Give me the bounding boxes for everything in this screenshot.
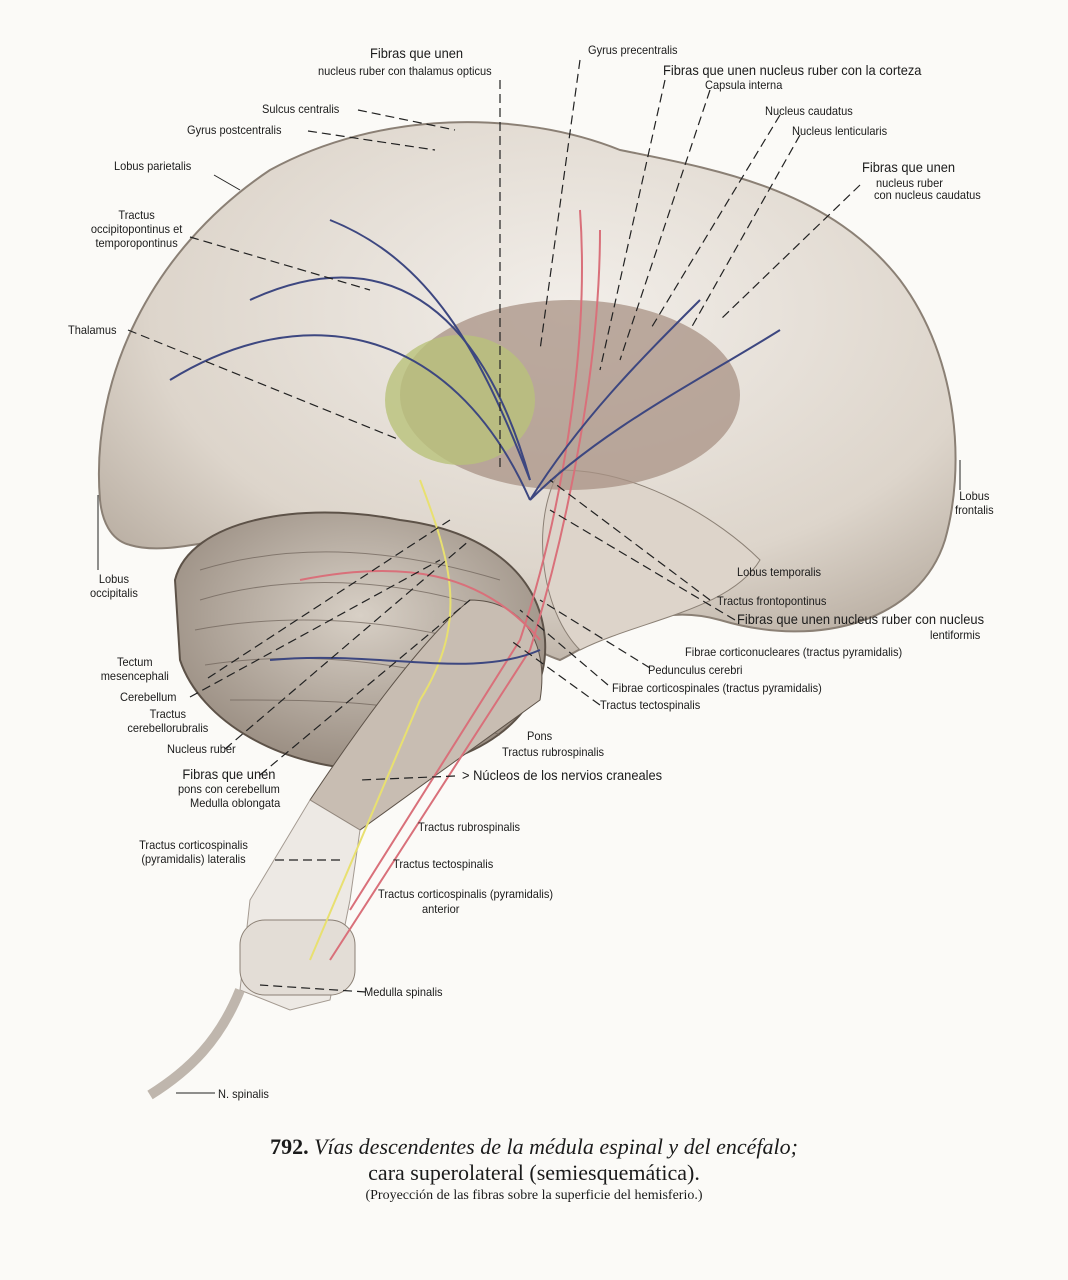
label-fibrae-corticospinales: Fibrae corticospinales (tractus pyramida…	[612, 681, 822, 695]
arrow-icon: >	[462, 767, 474, 783]
label-pons: Pons	[527, 729, 553, 743]
label-line: Tractus	[118, 208, 155, 222]
label-line: Lobus	[959, 489, 990, 503]
figure-subtitle: cara superolateral (semiesquemática).	[368, 1160, 700, 1185]
label-tractus-corticospinalis-anterior: Tractus corticospinalis (pyramidalis)	[378, 887, 554, 901]
label-fibras-thalamus-2: nucleus ruber con thalamus opticus	[318, 64, 492, 78]
label-tractus-occipitopontinus: Tractus occipitopontinus et temporoponti…	[86, 208, 187, 250]
label-line: frontalis	[955, 503, 994, 517]
label-tractus-corticospinalis-lateralis: Tractus corticospinalis (pyramidalis) la…	[136, 838, 251, 866]
label-tractus-corticospinalis-anterior-2: anterior	[422, 902, 460, 916]
label-fibrae-corticonucleares: Fibrae corticonucleares (tractus pyramid…	[685, 645, 903, 659]
label-thalamus: Thalamus	[68, 323, 117, 337]
label-sulcus-centralis: Sulcus centralis	[262, 102, 340, 116]
label-line: cerebellorubralis	[127, 721, 209, 735]
label-line: Lobus	[98, 572, 129, 586]
label-tractus-rubrospinalis-upper: Tractus rubrospinalis	[502, 745, 605, 759]
label-tractus-rubrospinalis-lower: Tractus rubrospinalis	[418, 820, 521, 834]
label-tractus-tectospinalis-upper: Tractus tectospinalis	[600, 698, 701, 712]
label-line: Tractus corticospinalis	[139, 838, 248, 852]
figure-title: Vías descendentes de la médula espinal y…	[314, 1134, 798, 1159]
label-gyrus-precentralis: Gyrus precentralis	[588, 43, 678, 57]
label-lobus-occipitalis: Lobus occipitalis	[90, 572, 138, 600]
label-tractus-cerebellorubralis: Tractus cerebellorubralis	[120, 707, 216, 735]
label-tectum-mesencephali: Tectum mesencephali	[98, 655, 172, 683]
label-fibras-corteza: Fibras que unen nucleus ruber con la cor…	[663, 62, 922, 78]
figure-number: 792.	[270, 1134, 309, 1159]
label-text: Núcleos de los nervios craneales	[473, 767, 663, 783]
label-line: pons con cerebellum	[177, 782, 280, 796]
spinal-nerve	[147, 988, 245, 1100]
label-lobus-parietalis: Lobus parietalis	[114, 159, 192, 173]
label-nucleos-nervios-craneales: > Núcleos de los nervios craneales	[462, 768, 662, 783]
label-line: occipitopontinus et	[90, 222, 183, 236]
label-medulla-oblongata: Medulla oblongata	[190, 796, 281, 810]
label-line: temporopontinus	[95, 236, 178, 250]
label-pedunculus-cerebri: Pedunculus cerebri	[648, 663, 743, 677]
label-lobus-temporalis: Lobus temporalis	[737, 565, 822, 579]
label-line: Fibras que unen	[182, 766, 276, 782]
label-line: (pyramidalis) lateralis	[141, 852, 246, 866]
label-fibras-caudatus: Fibras que unen	[862, 159, 956, 175]
label-gyrus-postcentralis: Gyrus postcentralis	[187, 123, 282, 137]
label-line: Tectum	[117, 655, 153, 669]
label-fibras-lentiformis: Fibras que unen nucleus ruber con nucleu…	[737, 611, 985, 627]
label-fibras-caudatus-3: con nucleus caudatus	[874, 188, 981, 202]
label-n-spinalis: N. spinalis	[218, 1087, 269, 1101]
label-cerebellum: Cerebellum	[120, 690, 177, 704]
label-lobus-frontalis: Lobus frontalis	[955, 489, 994, 517]
label-medulla-spinalis: Medulla spinalis	[364, 985, 443, 999]
figure-note: (Proyección de las fibras sobre la super…	[365, 1188, 703, 1203]
label-fibras-lentiformis-2: lentiformis	[930, 628, 981, 642]
label-fibras-caudatus-2: nucleus ruber	[876, 176, 943, 190]
figure-caption: 792. Vías descendentes de la médula espi…	[0, 1134, 1068, 1206]
label-capsula-interna: Capsula interna	[705, 78, 783, 92]
label-line: Tractus	[149, 707, 187, 721]
label-fibras-thalamus: Fibras que unen	[370, 45, 464, 61]
label-nucleus-caudatus: Nucleus caudatus	[765, 104, 853, 118]
thalamus-region	[385, 335, 535, 465]
label-line: occipitalis	[90, 586, 138, 600]
label-nucleus-ruber: Nucleus ruber	[167, 742, 236, 756]
label-tractus-tectospinalis-lower: Tractus tectospinalis	[393, 857, 494, 871]
label-line: mesencephali	[100, 669, 169, 683]
label-nucleus-lenticularis: Nucleus lenticularis	[792, 124, 888, 138]
label-tractus-frontopontinus: Tractus frontopontinus	[717, 594, 827, 608]
label-fibras-pons: Fibras que unen pons con cerebellum	[176, 767, 282, 797]
